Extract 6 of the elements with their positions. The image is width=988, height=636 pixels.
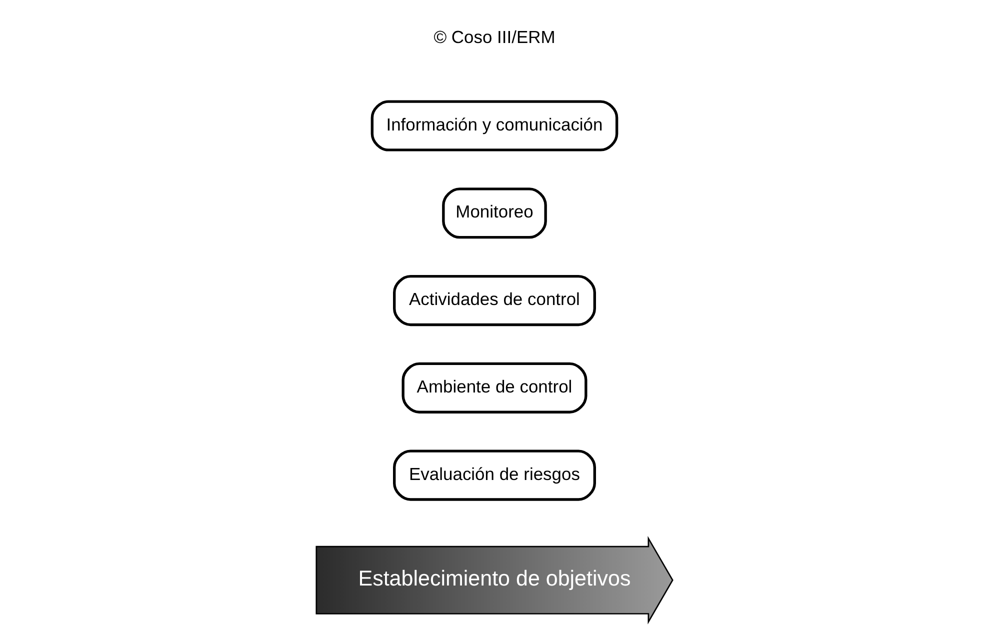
- node-box: Ambiente de control: [401, 362, 587, 414]
- label: © Coso III/ERM: [433, 26, 555, 47]
- node-box: Evaluación de riesgos: [392, 450, 596, 501]
- node-box: Monitoreo: [442, 188, 546, 239]
- node-box: Información y comunicación: [370, 100, 618, 152]
- node-box: Actividades de control: [392, 274, 596, 326]
